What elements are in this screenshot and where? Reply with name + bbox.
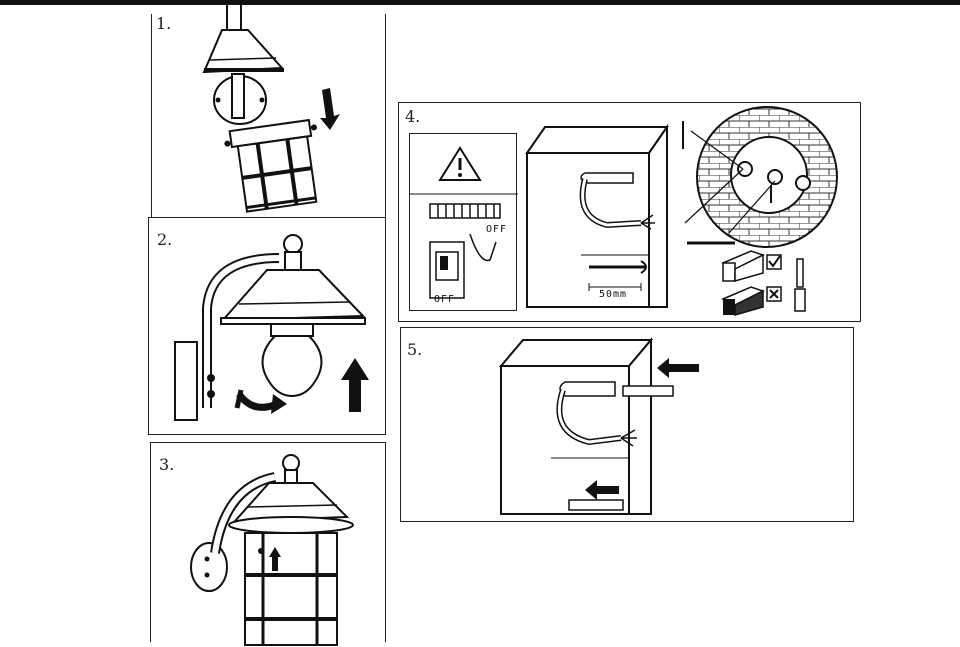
step-2-number: 2.: [157, 230, 173, 249]
step-1-number: 1.: [156, 14, 172, 33]
brick-wall-detail: [682, 106, 838, 316]
step-3-panel: 3.: [150, 442, 386, 646]
step-3-illustration: [190, 454, 354, 646]
step-5-panel: 5.: [400, 327, 854, 522]
step-1-illustration: [202, 3, 340, 213]
step-4-number: 4.: [405, 107, 421, 126]
step-5-number: 5.: [407, 340, 423, 359]
dimension-label: 50mm: [599, 289, 628, 300]
step-3-number: 3.: [159, 455, 175, 474]
step-5-illustration: [498, 337, 699, 515]
step-2-illustration: [174, 234, 369, 421]
top-rule: [0, 0, 960, 5]
step-1-panel: 1.: [151, 3, 386, 218]
wall-drill-illustration: [525, 123, 669, 308]
switch-off-label-2: OFF: [434, 294, 456, 305]
switch-off-label-1: OFF: [486, 224, 508, 235]
arrow-icon: [657, 358, 699, 378]
switch-off-box: OFF OFF: [409, 133, 518, 311]
wall-drill-box: 50mm: [523, 123, 669, 311]
step-2-panel: 2.: [148, 217, 386, 435]
warning-triangle-icon: [410, 146, 518, 299]
step-4-panel: 4. OFF OFF: [398, 102, 861, 322]
